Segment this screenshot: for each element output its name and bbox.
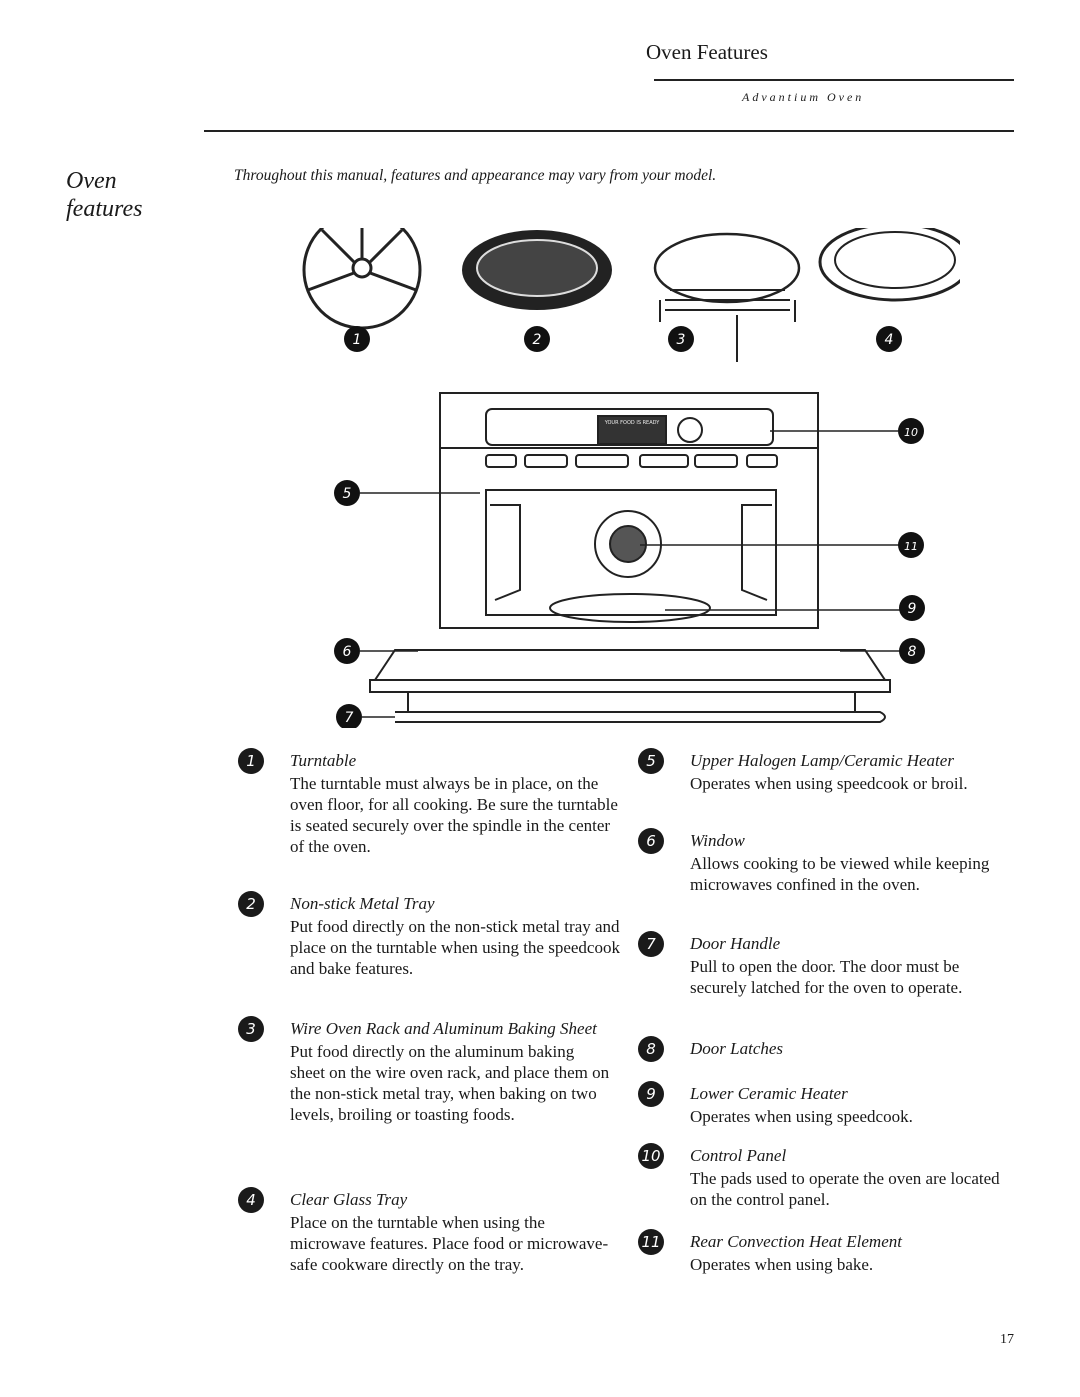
svg-text:9: 9 bbox=[908, 601, 917, 617]
feature-number: 8 bbox=[638, 1036, 664, 1062]
feature-title: Wire Oven Rack and Aluminum Baking Sheet bbox=[290, 1019, 597, 1038]
callout-11: 11 bbox=[898, 532, 924, 558]
svg-text:10: 10 bbox=[904, 426, 918, 439]
feature-number: 3 bbox=[238, 1016, 264, 1042]
feature-desc: Allows cooking to be viewed while keepin… bbox=[690, 854, 990, 894]
callout-10: 10 bbox=[898, 418, 924, 444]
svg-text:1: 1 bbox=[353, 332, 362, 348]
feature-desc: The pads used to operate the oven are lo… bbox=[690, 1169, 1000, 1209]
feature-lower-heater: 9 Lower Ceramic Heater Operates when usi… bbox=[638, 1081, 1020, 1127]
feature-desc: Pull to open the door. The door must be … bbox=[690, 957, 963, 997]
header-divider bbox=[204, 130, 1014, 132]
control-display-text: YOUR FOOD IS READY bbox=[604, 420, 660, 426]
feature-number: 7 bbox=[638, 931, 664, 957]
callout-5: 5 bbox=[334, 480, 360, 506]
feature-number: 5 bbox=[638, 748, 664, 774]
feature-title: Upper Halogen Lamp/Ceramic Heater bbox=[690, 751, 954, 770]
feature-number: 10 bbox=[638, 1143, 664, 1169]
feature-title: Clear Glass Tray bbox=[290, 1190, 408, 1209]
feature-title: Window bbox=[690, 831, 745, 850]
feature-title: Turntable bbox=[290, 751, 357, 770]
oven-diagram: 1 2 3 4 5 6 7 8 9 10 11 YOUR FOOD IS REA… bbox=[302, 228, 960, 728]
side-heading: Oven features bbox=[66, 168, 143, 222]
feature-turntable: 1 Turntable The turntable must always be… bbox=[238, 748, 620, 857]
callout-7: 7 bbox=[336, 704, 362, 728]
svg-text:8: 8 bbox=[908, 644, 917, 660]
svg-text:6: 6 bbox=[343, 644, 352, 660]
metal-tray-illustration bbox=[462, 230, 612, 310]
svg-text:11: 11 bbox=[904, 540, 918, 553]
feature-wire-rack: 3 Wire Oven Rack and Aluminum Baking She… bbox=[238, 1016, 610, 1125]
feature-title: Door Latches bbox=[690, 1039, 784, 1058]
feature-title: Rear Convection Heat Element bbox=[690, 1232, 902, 1251]
feature-number: 11 bbox=[638, 1229, 664, 1255]
svg-text:3: 3 bbox=[677, 332, 686, 348]
callout-leaders bbox=[360, 430, 900, 718]
callout-8: 8 bbox=[899, 638, 925, 664]
feature-door-latches: 8 Door Latches bbox=[638, 1036, 1020, 1062]
feature-title: Door Handle bbox=[690, 934, 781, 953]
feature-desc: Operates when using bake. bbox=[690, 1255, 874, 1274]
feature-desc: Operates when using speedcook or broil. bbox=[690, 774, 968, 793]
page-section-title: Oven Features bbox=[646, 40, 768, 64]
svg-text:2: 2 bbox=[533, 332, 542, 348]
feature-number: 2 bbox=[238, 891, 264, 917]
feature-metal-tray: 2 Non-stick Metal Tray Put food directly… bbox=[238, 891, 620, 979]
callout-9: 9 bbox=[899, 595, 925, 621]
svg-text:4: 4 bbox=[885, 332, 894, 348]
feature-number: 6 bbox=[638, 828, 664, 854]
page-number: 17 bbox=[1000, 1332, 1014, 1347]
intro-note: Throughout this manual, features and app… bbox=[234, 167, 717, 184]
callout-1: 1 bbox=[344, 326, 370, 352]
svg-text:5: 5 bbox=[343, 486, 352, 502]
feature-title: Control Panel bbox=[690, 1146, 787, 1165]
callout-3: 3 bbox=[668, 326, 694, 352]
feature-control-panel: 10 Control Panel The pads used to operat… bbox=[638, 1143, 1020, 1210]
feature-convection-element: 11 Rear Convection Heat Element Operates… bbox=[638, 1229, 1020, 1275]
feature-number: 9 bbox=[638, 1081, 664, 1107]
feature-door-handle: 7 Door Handle Pull to open the door. The… bbox=[638, 931, 1020, 998]
oven-body bbox=[369, 392, 891, 723]
callout-2: 2 bbox=[524, 326, 550, 352]
turntable-illustration bbox=[302, 228, 422, 330]
callout-4: 4 bbox=[876, 326, 902, 352]
feature-number: 1 bbox=[238, 748, 264, 774]
header-rule bbox=[654, 79, 1014, 81]
rack-and-sheet-illustration bbox=[653, 232, 801, 362]
callout-6: 6 bbox=[334, 638, 360, 664]
feature-upper-lamp: 5 Upper Halogen Lamp/Ceramic Heater Oper… bbox=[638, 748, 1020, 794]
feature-desc: Place on the turntable when using the mi… bbox=[290, 1213, 609, 1274]
page-subtitle: Advantium Oven bbox=[742, 90, 865, 104]
feature-title: Lower Ceramic Heater bbox=[690, 1084, 848, 1103]
feature-desc: Put food directly on the non-stick metal… bbox=[290, 917, 620, 978]
feature-desc: Put food directly on the aluminum baking… bbox=[290, 1042, 610, 1124]
feature-glass-tray: 4 Clear Glass Tray Place on the turntabl… bbox=[238, 1187, 620, 1275]
feature-number: 4 bbox=[238, 1187, 264, 1213]
feature-title: Non-stick Metal Tray bbox=[290, 894, 435, 913]
svg-text:7: 7 bbox=[345, 710, 354, 726]
feature-desc: Operates when using speedcook. bbox=[690, 1107, 913, 1126]
feature-window: 6 Window Allows cooking to be viewed whi… bbox=[638, 828, 1020, 895]
glass-tray-illustration bbox=[818, 228, 960, 302]
callout-badges: 1 2 3 4 5 6 7 8 9 10 11 bbox=[334, 326, 925, 728]
feature-desc: The turntable must always be in place, o… bbox=[290, 774, 618, 856]
